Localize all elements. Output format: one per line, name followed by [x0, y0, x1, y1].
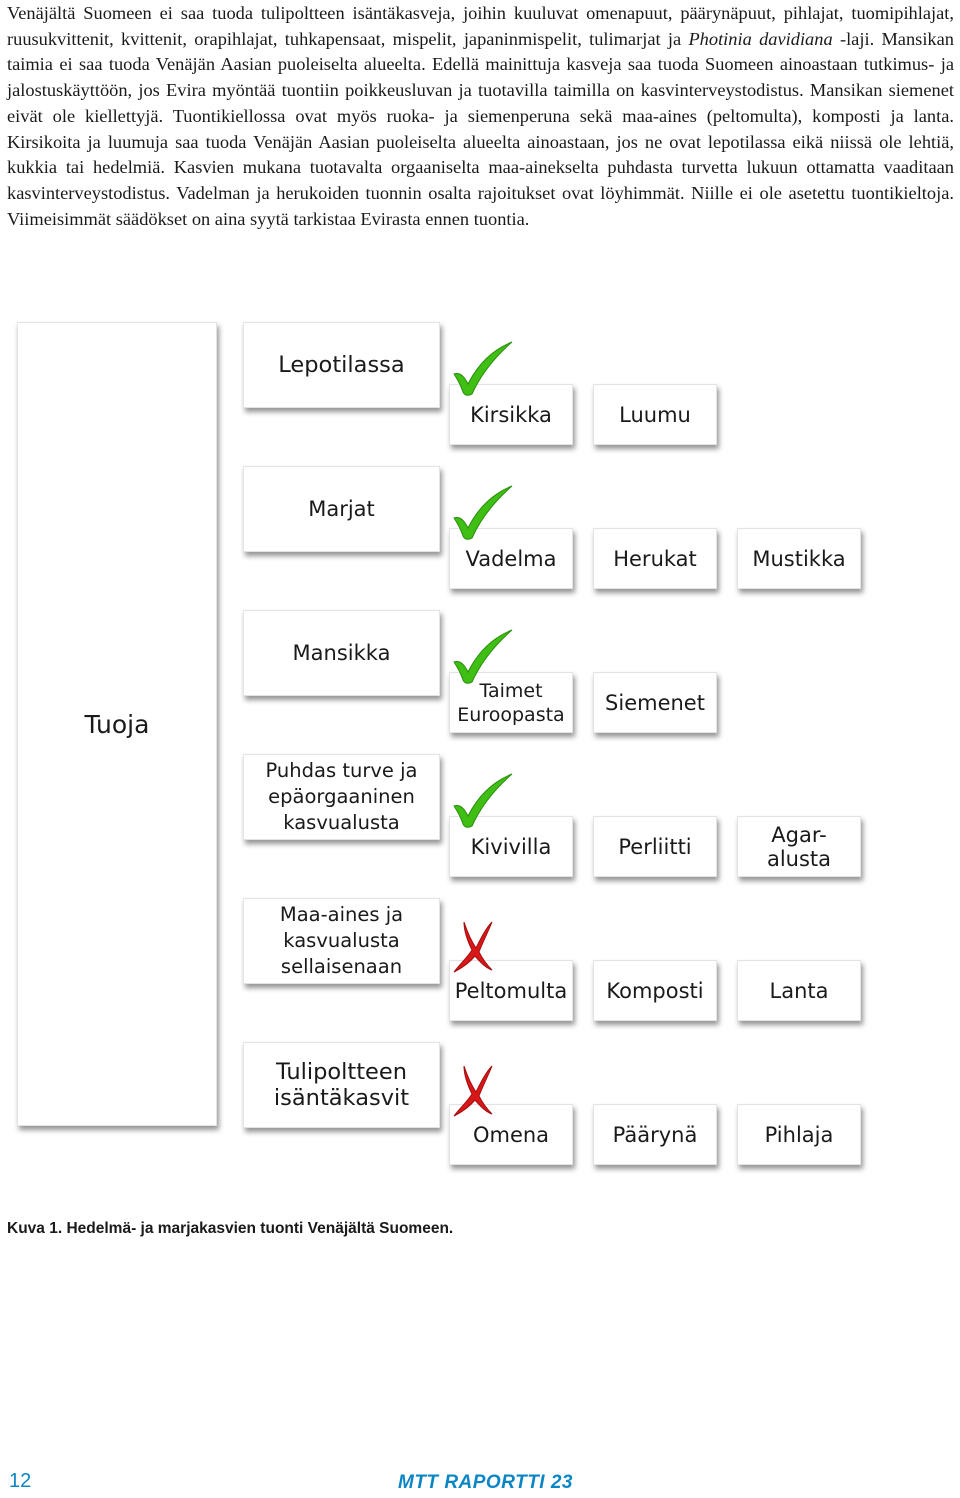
- category-label: Tulipoltteen isäntäkasvit: [273, 1059, 410, 1111]
- check-mark-icon: [453, 773, 513, 828]
- item-label: Kirsikka: [470, 402, 552, 427]
- item-label: Siemenet: [605, 690, 705, 715]
- item-box: Kivivilla: [449, 816, 573, 877]
- item-label: Kivivilla: [470, 834, 552, 859]
- category-box: Marjat: [243, 466, 440, 552]
- body-paragraph: Venäjältä Suomeen ei saa tuoda tulipoltt…: [7, 1, 954, 232]
- figure-caption: Kuva 1. Hedelmä- ja marjakasvien tuonti …: [7, 1220, 453, 1238]
- item-box: Luumu: [593, 384, 717, 445]
- category-label: Mansikka: [292, 641, 391, 665]
- category-box: Maa-aines ja kasvualusta sellaisenaan: [243, 898, 440, 984]
- item-box: Päärynä: [593, 1104, 717, 1165]
- item-label: Komposti: [606, 978, 704, 1003]
- item-label: Luumu: [619, 402, 691, 427]
- item-label: Taimet Euroopasta: [457, 679, 565, 726]
- check-mark-icon: [453, 341, 513, 396]
- report-name: MTT RAPORTTI 23: [398, 1472, 573, 1493]
- category-label: Maa-aines ja kasvualusta sellaisenaan: [279, 903, 404, 978]
- item-box: Lanta: [737, 960, 861, 1021]
- item-box: Siemenet: [593, 672, 717, 733]
- body-text-italic: Photinia davidiana: [688, 28, 833, 49]
- category-label: Lepotilassa: [278, 352, 405, 378]
- item-label: Päärynä: [612, 1122, 698, 1147]
- item-label: Omena: [472, 1122, 550, 1147]
- category-box: Puhdas turve ja epäorgaaninen kasvualust…: [243, 754, 440, 840]
- root-box: Tuoja: [17, 322, 217, 1126]
- item-box: Peltomulta: [449, 960, 573, 1021]
- body-text-part1: Venäjältä Suomeen ei saa tuoda tulipoltt…: [7, 3, 954, 49]
- body-text-part2: -laji. Mansikan taimia ei saa tuoda Venä…: [7, 28, 954, 229]
- item-box: Pihlaja: [737, 1104, 861, 1165]
- category-box: Mansikka: [243, 610, 440, 696]
- cross-mark-icon: [453, 921, 493, 973]
- item-label: Mustikka: [752, 546, 846, 571]
- check-mark-icon: [453, 629, 513, 684]
- item-label: Pihlaja: [764, 1122, 834, 1147]
- category-box: Tulipoltteen isäntäkasvit: [243, 1042, 440, 1128]
- category-box: Lepotilassa: [243, 322, 440, 408]
- check-mark-icon: [453, 485, 513, 540]
- item-label: Peltomulta: [454, 978, 568, 1003]
- root-label: Tuoja: [84, 709, 150, 739]
- item-label: Perliitti: [618, 834, 692, 859]
- item-label: Herukat: [613, 546, 697, 571]
- page-number: 12: [9, 1470, 32, 1492]
- item-label: Vadelma: [465, 546, 557, 571]
- item-box: Komposti: [593, 960, 717, 1021]
- caption-label: Kuva 1.: [7, 1220, 63, 1237]
- item-box: Mustikka: [737, 528, 861, 589]
- item-box: Perliitti: [593, 816, 717, 877]
- item-box: Herukat: [593, 528, 717, 589]
- category-label: Puhdas turve ja epäorgaaninen kasvualust…: [265, 759, 418, 834]
- item-label: Agar-alusta: [766, 822, 832, 871]
- item-label: Lanta: [769, 978, 829, 1003]
- item-box: Omena: [449, 1104, 573, 1165]
- item-box: Agar-alusta: [737, 816, 861, 877]
- caption-text: Hedelmä- ja marjakasvien tuonti Venäjält…: [66, 1220, 454, 1237]
- cross-mark-icon: [453, 1065, 493, 1117]
- category-label: Marjat: [308, 497, 375, 521]
- item-box: Taimet Euroopasta: [449, 672, 573, 733]
